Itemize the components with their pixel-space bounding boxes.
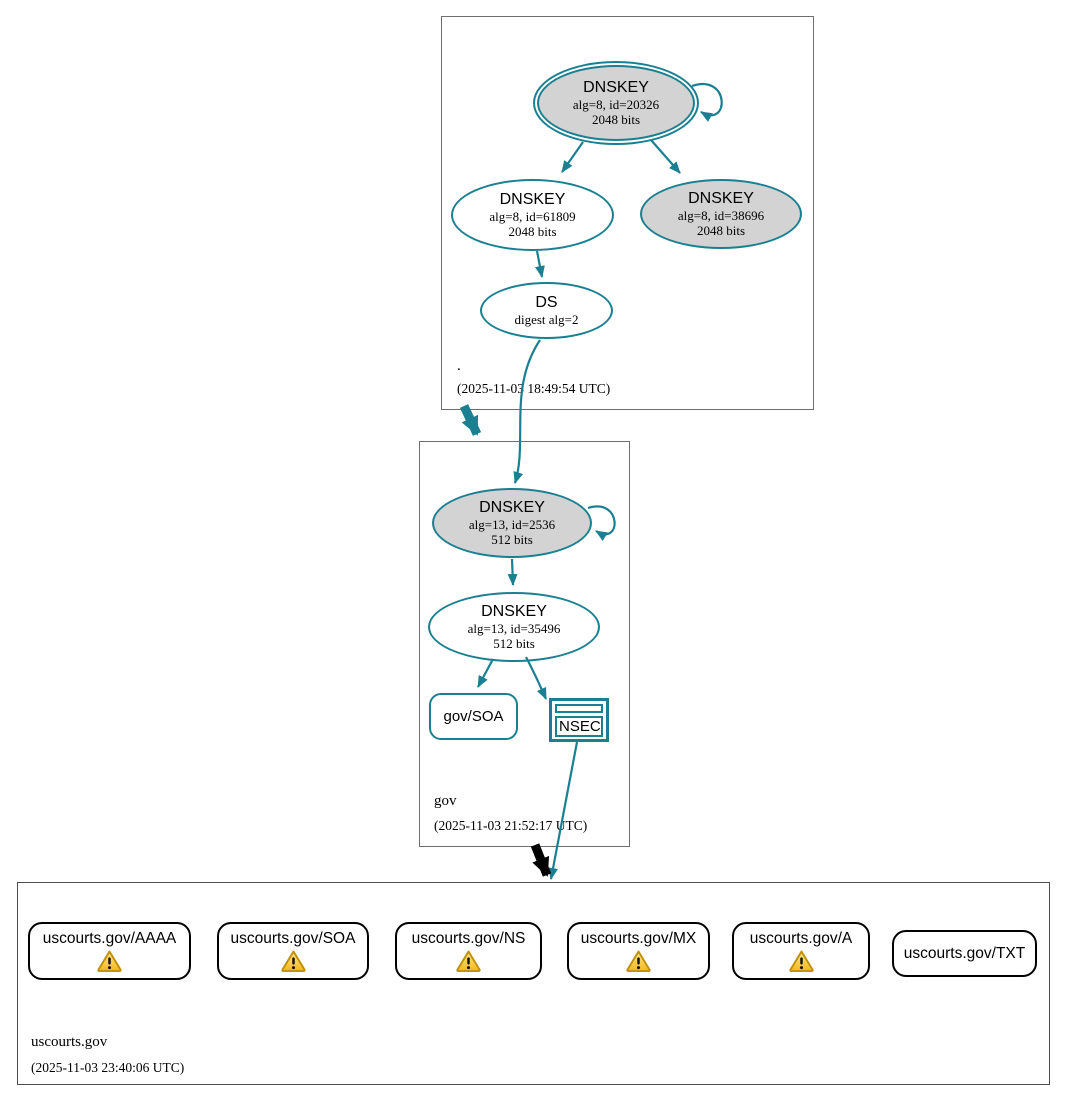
node-root-dnskey-38696[interactable]: DNSKEY alg=8, id=38696 2048 bits	[640, 179, 802, 249]
rrset-uscourts-mx[interactable]: uscourts.gov/MX	[567, 922, 710, 980]
node-detail: alg=13, id=2536	[468, 517, 556, 532]
zone-timestamp-gov: (2025-11-03 21:52:17 UTC)	[434, 818, 588, 833]
warning-icon	[625, 949, 652, 973]
node-title: DNSKEY	[688, 190, 754, 207]
warning-icon	[96, 949, 123, 973]
node-title: DNSKEY	[479, 499, 545, 516]
zone-box-uscourts	[17, 882, 1050, 1085]
warning-icon	[455, 949, 482, 973]
zone-timestamp-uscourts: (2025-11-03 23:40:06 UTC)	[31, 1060, 185, 1075]
warning-icon	[280, 949, 307, 973]
warning-icon	[788, 949, 815, 973]
node-title: DNSKEY	[499, 191, 566, 208]
node-label: NSEC	[555, 716, 603, 737]
rrset-label: uscourts.gov/A	[749, 930, 853, 947]
node-detail: 512 bits	[493, 636, 535, 651]
rrset-uscourts-aaaa[interactable]: uscourts.gov/AAAA	[28, 922, 191, 980]
node-root-ds[interactable]: DS digest alg=2	[480, 282, 613, 339]
nsec-top-band	[555, 704, 603, 713]
node-title: DNSKEY	[583, 79, 649, 96]
node-detail: 2048 bits	[508, 224, 557, 239]
rrset-label: uscourts.gov/TXT	[903, 944, 1026, 962]
node-detail: alg=8, id=38696	[677, 208, 765, 223]
zone-name-uscourts: uscourts.gov	[31, 1034, 108, 1050]
zone-name-gov: gov	[434, 793, 457, 809]
rrset-label: uscourts.gov/NS	[411, 930, 526, 947]
rrset-label: uscourts.gov/MX	[580, 930, 697, 947]
node-label: gov/SOA	[443, 708, 504, 725]
rrset-uscourts-soa[interactable]: uscourts.gov/SOA	[217, 922, 369, 980]
edge-delegation-root-gov	[459, 404, 482, 436]
zone-name-root: .	[457, 358, 461, 374]
node-detail: 2048 bits	[591, 112, 641, 127]
node-gov-ksk-dnskey[interactable]: DNSKEY alg=13, id=2536 512 bits	[432, 488, 592, 558]
node-gov-soa[interactable]: gov/SOA	[429, 693, 518, 740]
rrset-label: uscourts.gov/AAAA	[42, 930, 177, 947]
rrset-uscourts-txt[interactable]: uscourts.gov/TXT	[892, 930, 1037, 977]
node-title: DNSKEY	[481, 603, 547, 620]
rrset-uscourts-ns[interactable]: uscourts.gov/NS	[395, 922, 542, 980]
node-detail: 2048 bits	[696, 223, 746, 238]
node-root-zsk-dnskey[interactable]: DNSKEY alg=8, id=61809 2048 bits	[451, 179, 614, 251]
zone-box-root	[441, 16, 814, 410]
node-detail: digest alg=2	[514, 312, 579, 327]
node-detail: alg=13, id=35496	[467, 621, 561, 636]
node-gov-zsk-dnskey[interactable]: DNSKEY alg=13, id=35496 512 bits	[428, 592, 600, 662]
node-detail: alg=8, id=20326	[572, 97, 660, 112]
node-root-ksk-dnskey[interactable]: DNSKEY alg=8, id=20326 2048 bits	[537, 65, 695, 141]
node-detail: 512 bits	[491, 532, 533, 547]
node-detail: alg=8, id=61809	[489, 209, 576, 224]
rrset-label: uscourts.gov/SOA	[230, 930, 356, 947]
node-gov-nsec[interactable]: NSEC	[549, 698, 609, 742]
zone-timestamp-root: (2025-11-03 18:49:54 UTC)	[457, 381, 611, 396]
rrset-uscourts-a[interactable]: uscourts.gov/A	[732, 922, 870, 980]
edge-delegation-gov-uscourts	[530, 843, 552, 877]
node-title: DS	[535, 294, 558, 311]
